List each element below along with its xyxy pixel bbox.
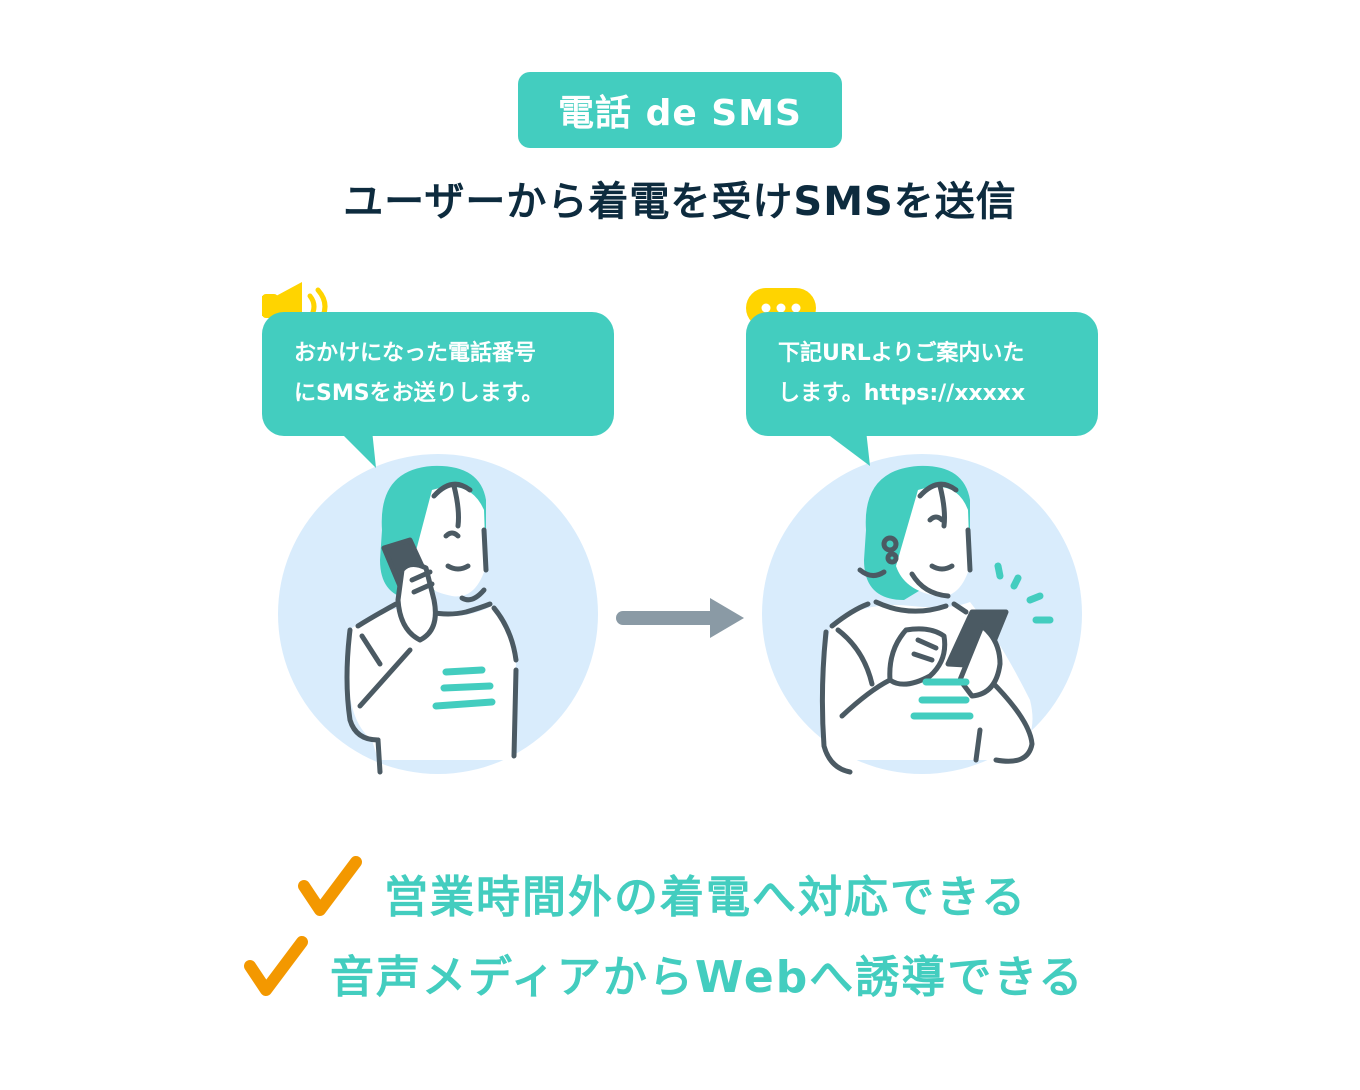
checkmark-placeholder: [244, 943, 316, 1003]
title-badge: 電話 de SMS: [518, 72, 842, 148]
benefit-text: 営業時間外の着電へ対応できる: [384, 872, 1028, 923]
bubble-text-line: にSMSをお送りします。: [294, 381, 544, 406]
woman-on-phone-call: [344, 465, 519, 775]
bubble-tail-left: [338, 430, 376, 468]
notification-sparkle-icon: [994, 562, 1054, 624]
badge-label: 電話 de SMS: [558, 93, 802, 134]
arrow-right-icon: [616, 598, 744, 638]
speech-bubble-left: おかけになった電話番号 にSMSをお送りします。: [262, 312, 614, 436]
bubble-text-line: 下記URLよりご案内いた: [778, 341, 1025, 366]
bubble-text-line: おかけになった電話番号: [294, 341, 537, 366]
benefit-text: 音声メディアからWebへ誘導できる: [330, 952, 1085, 1003]
speech-bubble-right: 下記URLよりご案内いた します。https://xxxxx: [746, 312, 1098, 436]
bubble-tail-right: [822, 430, 870, 466]
page-title: ユーザーから着電を受けSMSを送信: [343, 179, 1017, 225]
bubble-text-line: します。https://xxxxx: [778, 381, 1026, 406]
checkmark-icon: [298, 856, 362, 916]
benefit-item: 営業時間外の着電へ対応できる: [298, 858, 1027, 928]
checkmark-icon: [244, 936, 308, 996]
woman-reading-smartphone: [819, 465, 1035, 775]
checkmark-placeholder: [298, 863, 370, 923]
benefit-item: 音声メディアからWebへ誘導できる: [244, 938, 1084, 1008]
